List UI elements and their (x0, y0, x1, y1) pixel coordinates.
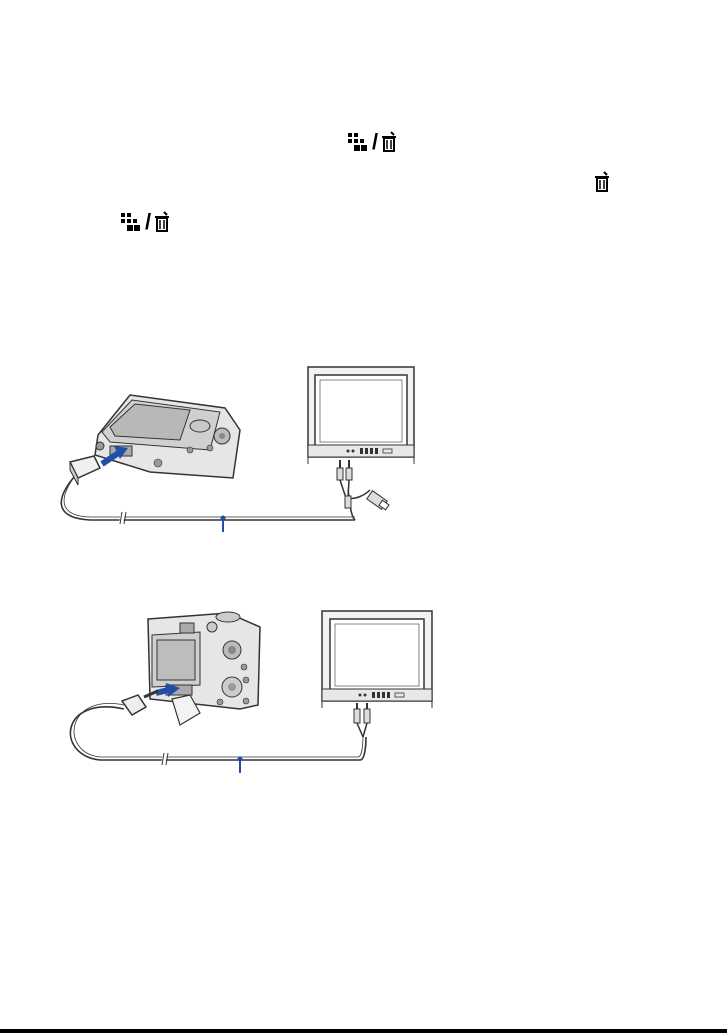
tv-illustration (322, 611, 432, 708)
trash-icon (594, 171, 610, 193)
camera-illustration (95, 395, 240, 478)
icon-separator: / (372, 131, 378, 153)
connection-illustration-2 (60, 605, 450, 785)
trash-icon (154, 211, 170, 233)
footer-rule (0, 1029, 727, 1033)
connection-illustration-1 (50, 360, 430, 540)
index-grid-icon (120, 212, 142, 232)
tv-illustration (308, 367, 414, 464)
camera-illustration (148, 612, 260, 725)
delete-icon-2 (594, 171, 610, 193)
icon-separator: / (145, 211, 151, 233)
index-grid-icon (347, 132, 369, 152)
trash-icon (381, 131, 397, 153)
index-delete-icons-1: / (347, 131, 397, 153)
index-delete-icons-3: / (120, 211, 170, 233)
